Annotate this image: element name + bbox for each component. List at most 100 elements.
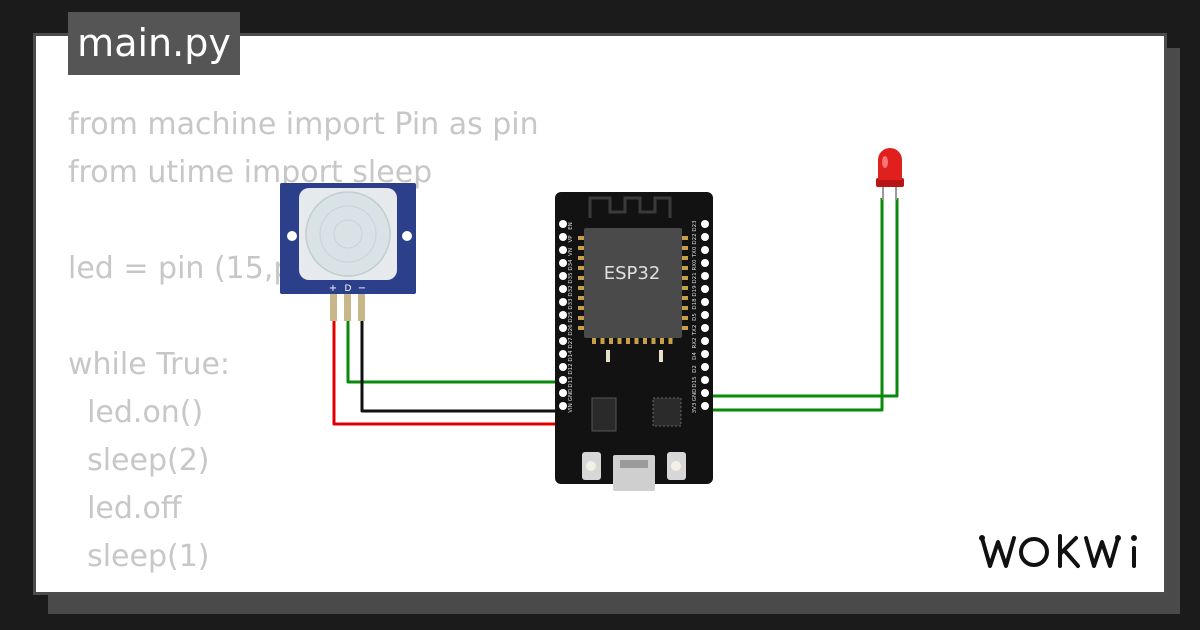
module-pad [682,306,688,310]
pin-hole[interactable] [559,350,567,358]
module-pad [578,316,584,320]
code-line: led.off [68,491,182,526]
wokwi-logo [979,534,1137,568]
reset-button[interactable] [582,452,601,480]
module-pad [682,316,688,320]
pin-hole[interactable] [701,272,709,280]
module-pad [609,338,613,344]
wire-pir-gnd[interactable] [360,320,560,413]
pin-hole[interactable] [701,376,709,384]
wire-led-anode[interactable] [706,198,899,398]
wire-pir-vcc[interactable] [332,320,560,426]
pir-dome-highlight [319,205,377,263]
pin-hole[interactable] [559,389,567,397]
module-pad [682,276,688,280]
led-body [878,148,902,180]
pin-hole[interactable] [701,285,709,293]
module-pad [617,338,622,344]
pin-label: D25 [568,311,574,323]
pin-hole[interactable] [559,272,567,280]
wokwi-logo-mark [979,534,1137,568]
pin-hole[interactable] [701,246,709,254]
pin-label: RX0 [692,259,698,271]
pin-hole[interactable] [559,324,567,332]
pin-hole[interactable] [701,298,709,306]
module-pad [682,236,688,240]
pin-hole[interactable] [559,259,567,267]
pin-label: D2 [692,365,698,373]
module-pad [578,326,584,330]
antenna-trace [588,196,672,218]
file-tab[interactable]: main.py [68,12,240,75]
pin-label: TX2 [692,325,698,337]
pin-label: 3V3 [692,402,698,413]
pin-label: D26 [568,324,574,336]
pin-hole[interactable] [559,402,567,410]
pin-hole[interactable] [701,324,709,332]
pin-hole[interactable] [701,402,709,410]
wire-pir-data[interactable] [346,320,560,384]
module-pad [643,338,647,344]
pin-label: VP [568,235,574,243]
boot-button[interactable] [667,452,686,480]
pir-mount-hole [402,231,412,241]
pin-hole[interactable] [701,363,709,371]
pin-hole[interactable] [701,389,709,397]
module-pad [682,246,688,250]
smd-part [606,350,610,362]
pin-label: D35 [568,272,574,284]
pin-label: D14 [568,350,574,362]
pin-label: TX0 [692,246,698,258]
pin-hole[interactable] [559,363,567,371]
pir-leg [344,293,351,321]
led-highlight [882,156,888,168]
pin-label: D15 [692,376,698,388]
module-pad [578,256,584,260]
code-line: sleep(2) [68,443,210,478]
module-pad [626,338,630,344]
pin-label: D33 [568,298,574,310]
pin-hole[interactable] [559,220,567,228]
pin-label: D32 [568,285,574,296]
pin-hole[interactable] [701,233,709,241]
pin-label: D27 [568,337,574,349]
pir-pin-label: D [345,284,352,294]
pin-hole[interactable] [559,298,567,306]
module-pad [682,256,688,260]
esp32-board[interactable]: ESP32 ENVPVND34D35D32D33D25D26D27D14D12D… [555,192,713,491]
module-pad [660,338,664,344]
pin-label: GND [568,389,574,402]
pin-hole[interactable] [701,220,709,228]
pir-mount-hole [287,231,297,241]
pin-hole[interactable] [701,259,709,267]
wire-led-cathode[interactable] [706,198,884,412]
pin-label: D21 [692,272,698,283]
right-header-pins: D23D22TX0RX0D21D19D18D5TX2RX2D4D2D15GND3… [692,220,709,413]
pin-hole[interactable] [559,233,567,241]
module-pad [578,246,584,250]
pin-label: D13 [568,376,574,388]
code-line: from machine import Pin as pin [68,107,539,142]
esp32-module [584,228,682,338]
pin-hole[interactable] [559,285,567,293]
pir-leg [358,293,365,321]
pin-hole[interactable] [701,311,709,319]
pir-sensor[interactable]: + D − [280,183,416,321]
pir-leg [330,293,337,321]
pin-label: VIN [568,403,574,413]
pin-hole[interactable] [559,311,567,319]
pin-label: D12 [568,363,574,374]
pin-hole[interactable] [559,376,567,384]
pin-label: EN [568,222,574,230]
module-pad [578,266,584,270]
left-header-pins: ENVPVND34D35D32D33D25D26D27D14D12D13GNDV… [559,220,574,413]
pin-hole[interactable] [701,337,709,345]
code-line: while True: [68,347,231,382]
pin-hole[interactable] [559,337,567,345]
code-line: from utime import sleep [68,155,433,190]
pin-hole[interactable] [559,246,567,254]
led[interactable] [876,148,904,200]
pin-label: D18 [692,298,698,310]
module-pad [578,296,584,300]
pin-hole[interactable] [701,350,709,358]
